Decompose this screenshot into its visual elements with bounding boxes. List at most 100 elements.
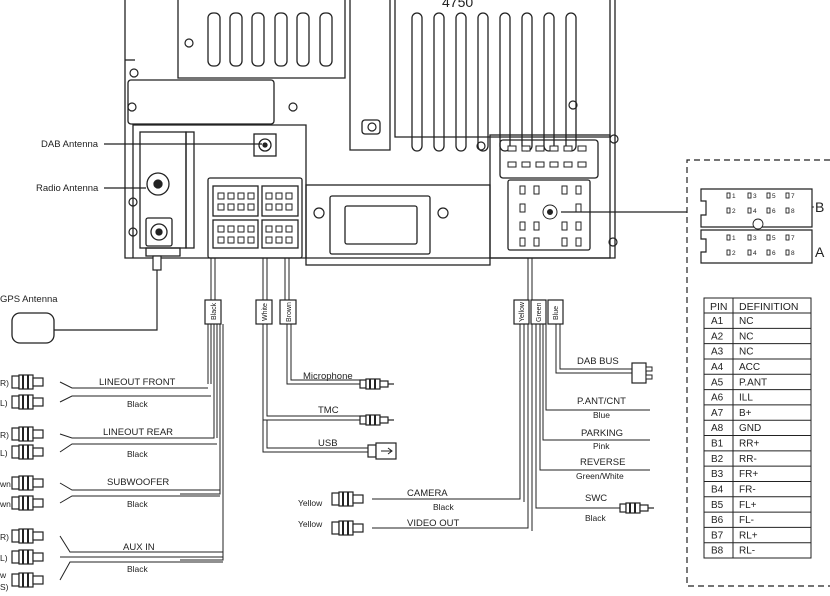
gps-cable <box>54 268 158 331</box>
microphone-plug <box>359 378 395 390</box>
swc-wire: Black <box>585 513 607 523</box>
svg-text:R): R) <box>0 430 9 440</box>
table-row: B7 RL+ <box>711 530 758 541</box>
svg-text:3: 3 <box>753 193 757 200</box>
harness-tag-black: Black <box>204 299 222 325</box>
camera-color: Yellow <box>298 498 323 508</box>
pant-label: P.ANT/CNT <box>577 396 626 407</box>
svg-text:1: 1 <box>732 193 736 200</box>
reverse-wire: Green/White <box>576 471 624 481</box>
table-cell-definition: FR- <box>739 484 756 495</box>
left-margin-fragments: R) L) R) L) wn wn R) L) w S) <box>0 378 11 592</box>
table-cell-definition: RL- <box>739 546 755 557</box>
svg-text:Green: Green <box>536 302 543 322</box>
table-cell-pin: B1 <box>711 439 724 450</box>
parking-wire: Pink <box>593 441 610 451</box>
svg-text:L): L) <box>0 398 8 408</box>
usb-plug <box>367 442 397 460</box>
usb-label: USB <box>318 438 338 449</box>
rear-connector-sockets <box>217 192 293 244</box>
table-cell-definition: RR- <box>739 454 757 465</box>
table-grid <box>704 298 811 558</box>
right-lead-labels: DAB BUS P.ANT/CNT Blue PARKING Pink REVE… <box>298 356 626 529</box>
table-cell-pin: B7 <box>711 530 724 541</box>
svg-text:6: 6 <box>772 208 776 215</box>
rca-jack <box>11 394 44 410</box>
svg-text:7: 7 <box>791 193 795 200</box>
video-out-label: VIDEO OUT <box>407 518 459 529</box>
gps-antenna-label: GPS Antenna <box>0 294 58 305</box>
rca-connectors-left <box>11 374 44 588</box>
left-output-labels: LINEOUT FRONT Black LINEOUT REAR Black S… <box>99 377 176 574</box>
svg-text:Brown: Brown <box>286 302 293 322</box>
camera-rca <box>331 491 364 507</box>
swc-label: SWC <box>585 493 607 504</box>
table-cell-pin: A3 <box>711 347 724 358</box>
table-cell-pin: A4 <box>711 362 724 373</box>
harness-tag-green: Green <box>530 299 547 325</box>
dab-bus-connector <box>631 362 653 384</box>
svg-text:A: A <box>815 244 825 260</box>
table-cell-pin: B2 <box>711 454 724 465</box>
svg-text:L): L) <box>0 553 8 563</box>
svg-text:wn: wn <box>0 499 11 509</box>
harness-tag-white: White <box>255 299 273 325</box>
svg-text:8: 8 <box>791 208 795 215</box>
svg-text:Blue: Blue <box>553 306 560 320</box>
svg-text:3: 3 <box>753 235 757 242</box>
right-lead-plugs <box>331 362 655 536</box>
harness-tag-blue: Blue <box>547 299 564 325</box>
subwoofer-label: SUBWOOFER <box>107 477 169 488</box>
rca-jack <box>11 528 44 544</box>
lineout-front-label: LINEOUT FRONT <box>99 377 176 388</box>
dab-antenna-jack <box>258 138 272 152</box>
table-row: B8 RL- <box>711 546 755 557</box>
table-cell-pin: B6 <box>711 515 724 526</box>
svg-text:1: 1 <box>732 235 736 242</box>
lineout-rear-label: LINEOUT REAR <box>103 427 173 438</box>
dab-bus-label: DAB BUS <box>577 356 619 367</box>
svg-text:White: White <box>262 303 269 321</box>
middle-lead-cables <box>262 324 368 453</box>
table-cell-definition: ILL <box>739 393 753 404</box>
table-cell-definition: RL+ <box>739 530 758 541</box>
gps-antenna-module <box>11 312 55 344</box>
svg-text:4: 4 <box>753 208 757 215</box>
table-cell-definition: ACC <box>739 362 760 373</box>
table-row: A4 ACC <box>711 362 760 373</box>
microphone-label: Microphone <box>303 371 353 382</box>
table-cell-definition: NC <box>739 316 753 327</box>
table-cell-definition: B+ <box>739 408 752 419</box>
table-cell-pin: A5 <box>711 377 724 388</box>
tmc-label: TMC <box>318 405 339 416</box>
table-row: B2 RR- <box>711 454 757 465</box>
svg-text:wn: wn <box>0 479 11 489</box>
right-lead-cables <box>372 324 650 531</box>
connector-pin-grid <box>726 192 790 256</box>
table-cell-definition: NC <box>739 347 753 358</box>
connector-a-detail: A <box>700 229 825 264</box>
svg-text:R): R) <box>0 378 9 388</box>
svg-text:2: 2 <box>732 208 736 215</box>
table-cell-pin: B3 <box>711 469 724 480</box>
table-cell-definition: NC <box>739 331 753 342</box>
video-out-color: Yellow <box>298 519 323 529</box>
aux-in-label: AUX IN <box>123 542 155 553</box>
table-header-pin: PIN <box>710 301 728 313</box>
table-row: A3 NC <box>711 347 753 358</box>
table-cell-pin: B8 <box>711 546 724 557</box>
svg-text:4: 4 <box>753 250 757 257</box>
table-cell-definition: GND <box>739 423 761 434</box>
svg-text:B: B <box>815 199 824 215</box>
radio-antenna-label: Radio Antenna <box>36 183 99 194</box>
head-unit-chassis <box>124 0 616 266</box>
